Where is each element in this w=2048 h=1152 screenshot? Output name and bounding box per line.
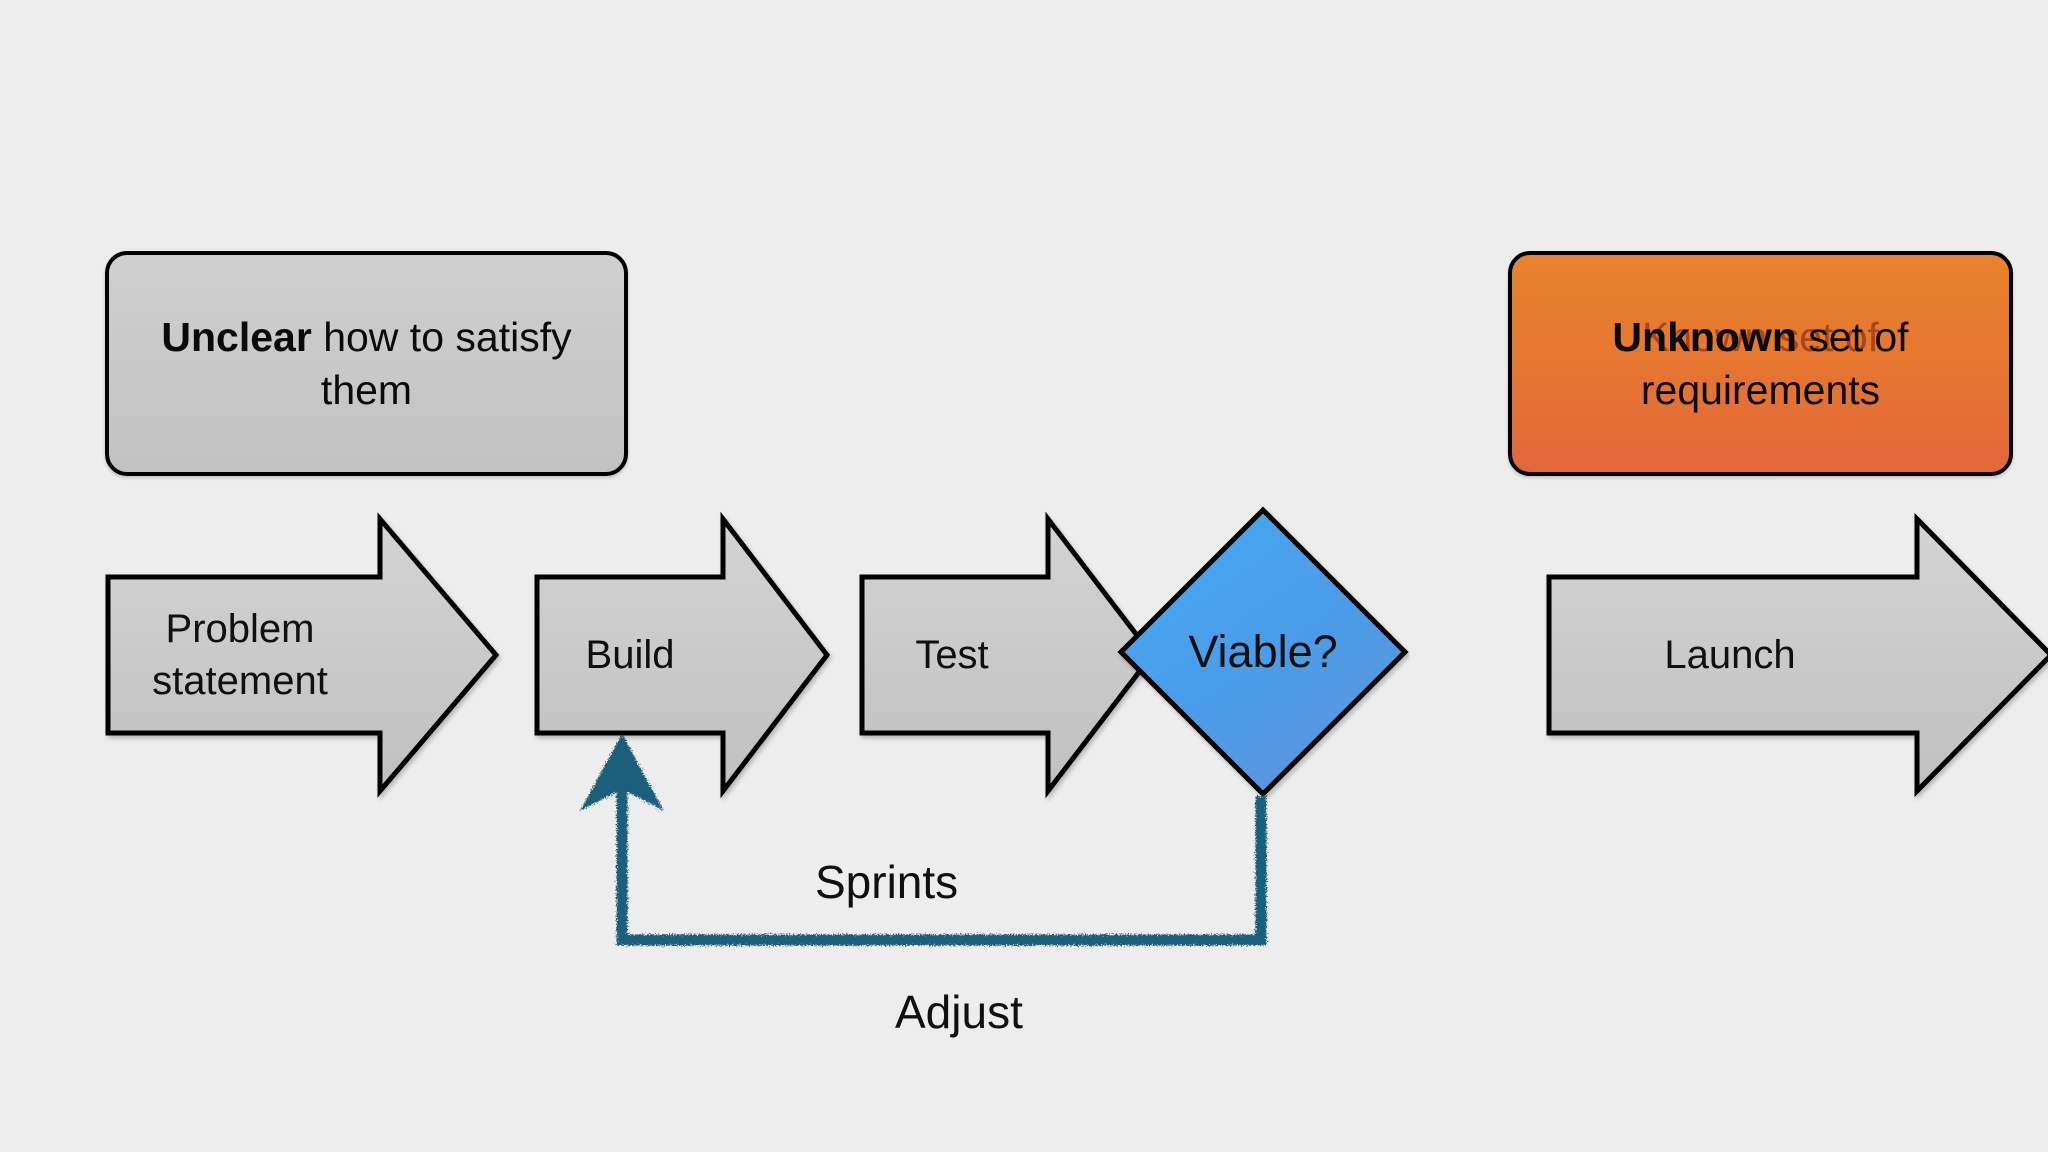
callout-unclear-textwrap: Unclear how to satisfy them — [131, 311, 602, 416]
callout-unclear-text: Unclear how to satisfy them — [131, 311, 602, 416]
callout-unclear-strong: Unclear — [161, 314, 312, 361]
process-arrow-test[interactable] — [858, 511, 1158, 799]
callout-unknown-strong: Unknown — [1612, 314, 1797, 361]
callout-unknown: Known set of Unknown set of requirements — [1508, 251, 2013, 476]
process-arrow-problem-statement[interactable] — [104, 512, 504, 798]
feedback-loop-label-sprints: Sprints — [815, 856, 959, 908]
callout-unknown-text: Unknown set of requirements — [1534, 311, 1987, 416]
callout-unknown-rest: set of requirements — [1640, 314, 1909, 413]
process-arrow-launch[interactable] — [1545, 512, 2048, 798]
process-arrow-build[interactable] — [533, 511, 833, 799]
feedback-loop-label-adjust: Adjust — [895, 986, 1023, 1038]
decision-diamond-viable[interactable] — [1116, 505, 1410, 799]
callout-unclear: Unclear how to satisfy them — [105, 251, 628, 476]
callout-unclear-rest: how to satisfy them — [311, 314, 572, 413]
